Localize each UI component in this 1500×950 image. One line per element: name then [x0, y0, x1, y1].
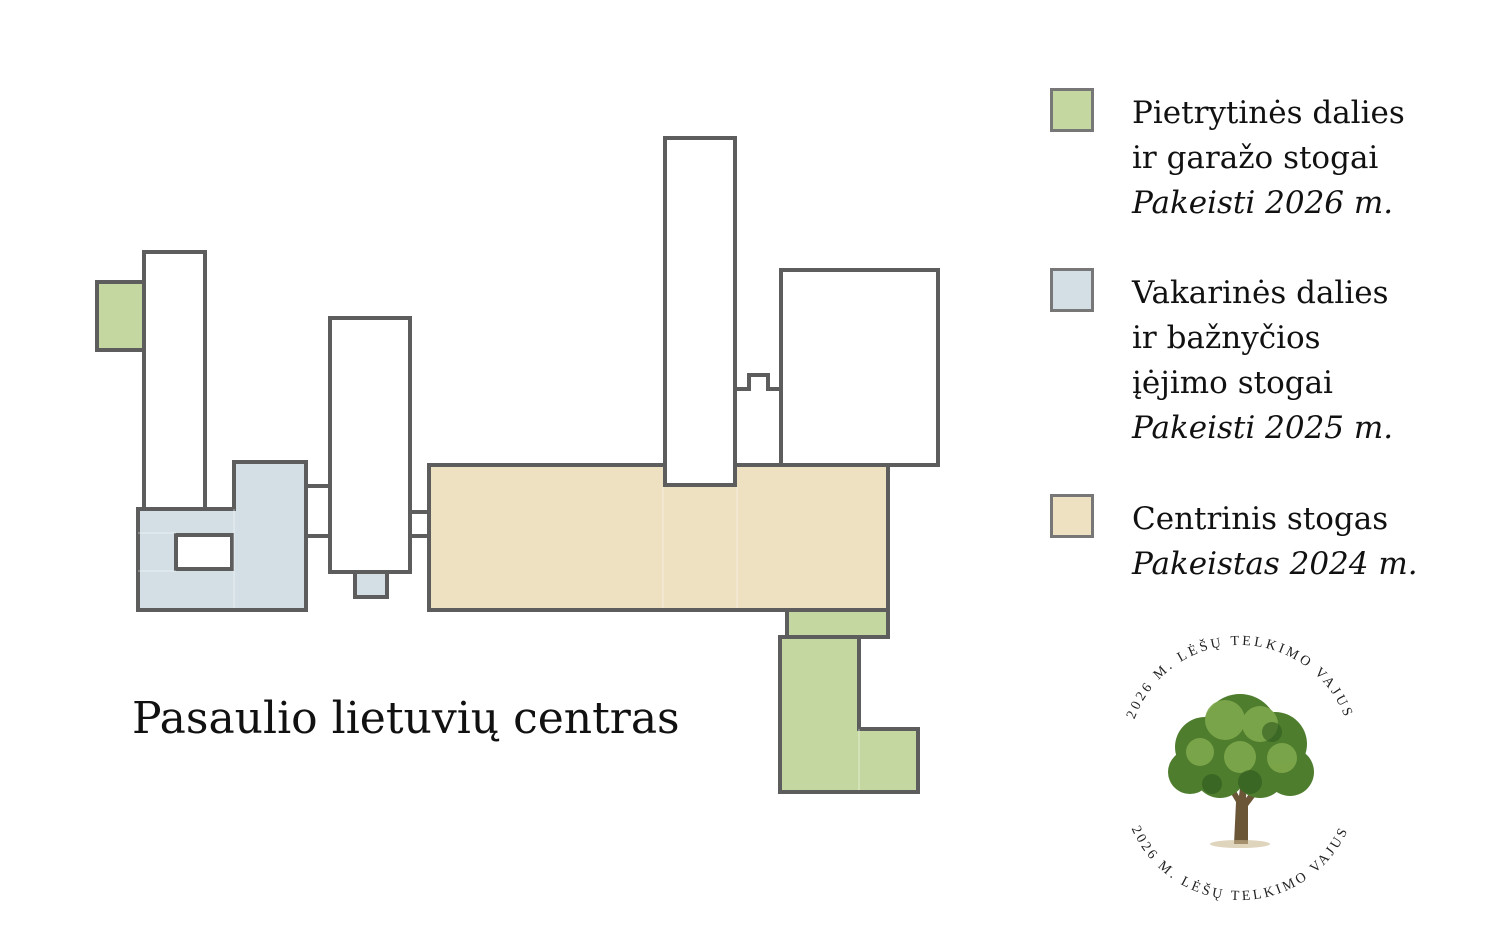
connector-central	[408, 510, 431, 538]
legend-swatch-green	[1050, 88, 1094, 132]
legend-note: Pakeisti 2026 m.	[1132, 185, 1394, 221]
legend-line: Vakarinės dalies	[1132, 275, 1389, 311]
legend-note: Pakeisti 2025 m.	[1132, 410, 1394, 446]
roof-section-southeast-strip	[785, 608, 890, 639]
legend-line: įėjimo stogai	[1132, 365, 1333, 401]
legend-text: Pietrytinės dalies ir garažo stogai Pake…	[1132, 91, 1405, 226]
legend-line: ir bažnyčios	[1132, 320, 1321, 356]
legend-swatch-beige	[1050, 494, 1094, 538]
legend-text: Centrinis stogas Pakeistas 2024 m.	[1132, 497, 1418, 587]
building-wing-tower	[663, 136, 737, 487]
connector-west	[304, 484, 332, 538]
courtyard-opening	[174, 533, 234, 571]
legend-text: Vakarinės dalies ir bažnyčios įėjimo sto…	[1132, 271, 1393, 451]
page-title: Pasaulio lietuvių centras	[132, 693, 680, 744]
legend-note: Pakeistas 2024 m.	[1132, 546, 1418, 582]
legend-line: ir garažo stogai	[1132, 140, 1379, 176]
legend-swatch-blue	[1050, 268, 1094, 312]
roof-section-southeast-small	[95, 280, 146, 352]
building-wing-left	[142, 250, 207, 512]
roof-section-garage	[778, 635, 920, 794]
church-entrance-roof	[353, 570, 389, 599]
legend-line: Centrinis stogas	[1132, 501, 1389, 537]
church-wing	[328, 316, 412, 574]
floor-plan	[95, 136, 940, 794]
building-wing-right	[779, 268, 940, 467]
connector-notch	[735, 373, 781, 391]
campaign-seal: 2026 M. LĖŠŲ TELKIMO VAJUS 2026 M. LĖŠŲ …	[1124, 634, 1353, 902]
roof-section-central	[427, 463, 890, 612]
tree-icon	[1168, 694, 1314, 848]
legend-line: Pietrytinės dalies	[1132, 95, 1405, 131]
